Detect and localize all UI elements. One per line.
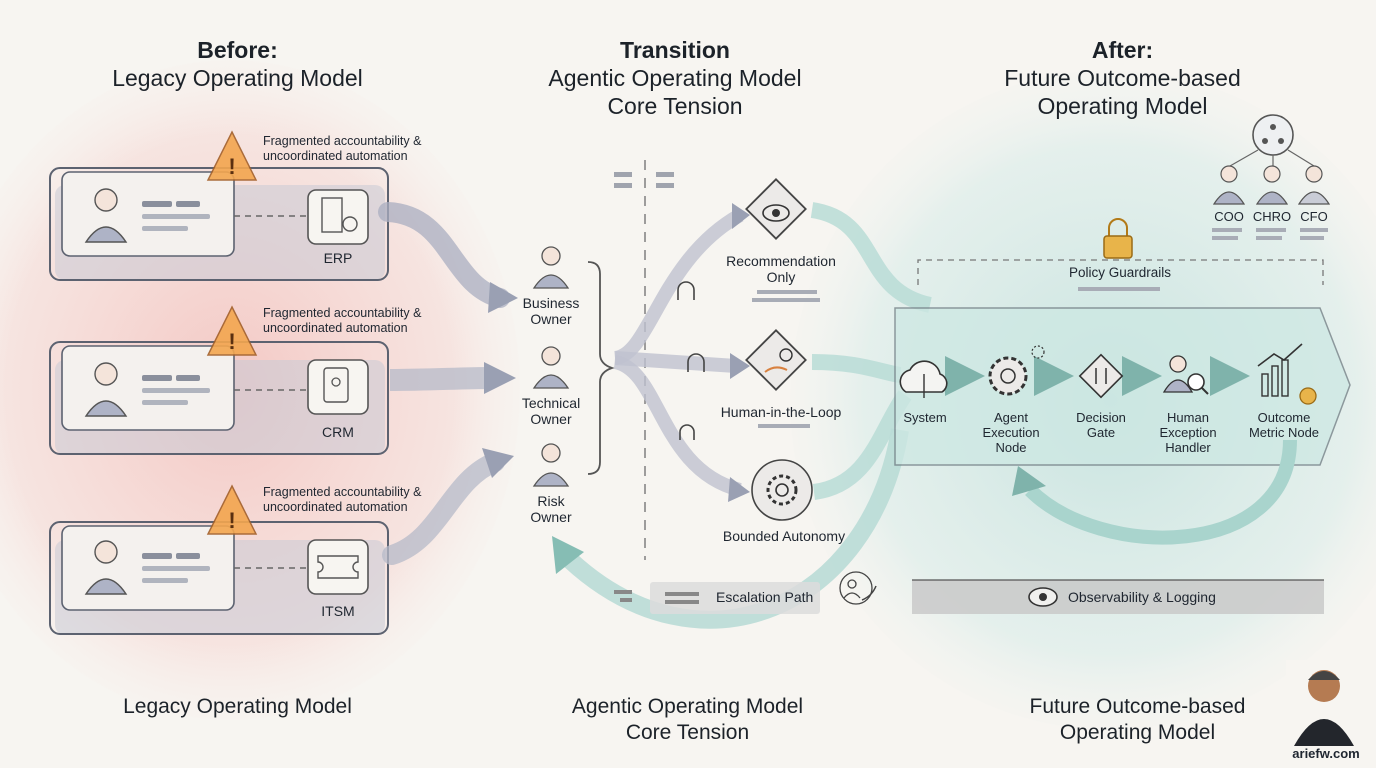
flow-line1: System <box>903 410 947 425</box>
mode-diamond-2 <box>745 329 807 391</box>
mode-human-in-the-loop: Human-in-the-Loop <box>720 404 842 420</box>
owner-business: Business Owner <box>505 295 597 327</box>
warning-text-line1: Fragmented accountability & <box>263 306 422 320</box>
header-before-subtitle: Legacy Operating Model <box>112 65 363 91</box>
header-after-sub1: Future Outcome-based <box>1004 65 1241 91</box>
header-after: After: Future Outcome-based Operating Mo… <box>965 36 1280 120</box>
flow-line1: Human <box>1167 410 1209 425</box>
owner-brace <box>587 261 615 475</box>
legacy-arrow-3 <box>382 452 505 565</box>
lock-icon <box>1103 218 1133 259</box>
author-photo <box>1286 660 1362 746</box>
policy-guardrails-label: Policy Guardrails <box>1068 265 1172 280</box>
flow-line2: Metric Node <box>1248 425 1320 440</box>
header-transition-sub1: Agentic Operating Model <box>548 65 802 91</box>
legacy-arrow-2 <box>389 367 493 391</box>
warning-text-line2: uncoordinated automation <box>263 149 408 163</box>
header-after-title: After: <box>1091 37 1154 63</box>
exec-cfo: CFO <box>1300 209 1328 224</box>
exec-chro: CHRO <box>1252 209 1292 224</box>
footer-agentic: Agentic Operating Model Core Tension <box>530 694 845 746</box>
warning-text-3: Fragmented accountability & uncoordinate… <box>263 485 421 515</box>
flow-line1: Agent <box>994 410 1028 425</box>
footer-future-line1: Future Outcome-based <box>1029 695 1246 718</box>
footer-agentic-line2: Core Tension <box>625 721 750 744</box>
header-after-sub2: Operating Model <box>1037 93 1208 119</box>
flow-line2: Execution <box>982 425 1040 440</box>
warning-text-line2: uncoordinated automation <box>263 500 408 514</box>
exec-coo: COO <box>1214 209 1244 224</box>
owner-technical: Technical Owner <box>505 395 597 427</box>
flow-line3: Node <box>995 440 1027 455</box>
chart-dollar-icon <box>1257 343 1317 405</box>
warning-icon-1: ! <box>206 130 258 181</box>
author-signature: ariefw.com <box>1292 746 1360 761</box>
mode-gear-3 <box>751 459 813 521</box>
warning-icon-2: ! <box>206 305 258 356</box>
human-search-icon <box>1162 355 1209 395</box>
mode-diamond-1 <box>745 178 807 240</box>
flow-node-human: Human Exception Handler <box>1146 410 1230 455</box>
svg-text:!: ! <box>228 508 235 533</box>
header-transition-title: Transition <box>620 37 730 63</box>
agent-gear-icon <box>988 345 1045 396</box>
header-before-title: Before: <box>197 37 278 63</box>
warning-icon-3: ! <box>206 484 258 535</box>
footer-agentic-line1: Agentic Operating Model <box>571 695 804 718</box>
decision-gate-icon <box>1078 353 1124 399</box>
flow-line3: Handler <box>1165 440 1211 455</box>
owner-avatars <box>532 246 570 487</box>
flow-node-agent: Agent Execution Node <box>972 410 1050 455</box>
legacy-card-3 <box>49 521 389 635</box>
flow-line1: Decision <box>1076 410 1126 425</box>
warning-text-line2: uncoordinated automation <box>263 321 408 335</box>
header-transition: Transition Agentic Operating Model Core … <box>520 36 830 120</box>
executive-avatars <box>1212 165 1331 205</box>
flow-line2: Gate <box>1086 425 1116 440</box>
escalation-path-label: Escalation Path <box>716 589 814 605</box>
observability-label: Observability & Logging <box>1068 589 1216 605</box>
system-label-erp: ERP <box>323 250 353 266</box>
warning-text-2: Fragmented accountability & uncoordinate… <box>263 306 421 336</box>
flow-line2: Exception <box>1159 425 1217 440</box>
escalation-person-icon <box>839 571 877 605</box>
cloud-icon <box>899 360 948 398</box>
system-label-itsm: ITSM <box>321 603 355 619</box>
owner-line1: Business <box>522 295 580 311</box>
system-label-crm: CRM <box>322 424 354 440</box>
mode-line1: Recommendation <box>726 253 836 269</box>
svg-text:!: ! <box>228 154 235 179</box>
mode-recommendation-only: Recommendation Only <box>716 253 846 285</box>
flow-node-outcome: Outcome Metric Node <box>1236 410 1332 440</box>
flow-node-system: System <box>890 410 960 425</box>
owner-line2: Owner <box>530 311 572 327</box>
legacy-arrow-1 <box>378 202 510 308</box>
header-before: Before: Legacy Operating Model <box>80 36 395 92</box>
header-transition-sub2: Core Tension <box>607 93 743 119</box>
owner-line1: Technical <box>521 395 581 411</box>
svg-text:!: ! <box>228 329 235 354</box>
footer-future-line2: Operating Model <box>1059 721 1216 744</box>
warning-text-1: Fragmented accountability & uncoordinate… <box>263 134 421 164</box>
observability-eye-icon <box>1028 587 1058 607</box>
owner-line1: Risk <box>537 493 565 509</box>
mode-line2: Only <box>766 269 796 285</box>
warning-text-line1: Fragmented accountability & <box>263 485 422 499</box>
flow-node-decision: Decision Gate <box>1064 410 1138 440</box>
footer-future: Future Outcome-based Operating Model <box>980 694 1295 746</box>
owner-line2: Owner <box>530 411 572 427</box>
footer-legacy: Legacy Operating Model <box>123 695 352 718</box>
owner-risk: Risk Owner <box>505 493 597 525</box>
warning-text-line1: Fragmented accountability & <box>263 134 422 148</box>
legacy-card-1 <box>49 167 389 281</box>
flow-line1: Outcome <box>1257 410 1311 425</box>
executive-hub-icon <box>1229 114 1315 167</box>
owner-line2: Owner <box>530 509 572 525</box>
mode-bounded-autonomy: Bounded Autonomy <box>722 528 846 544</box>
